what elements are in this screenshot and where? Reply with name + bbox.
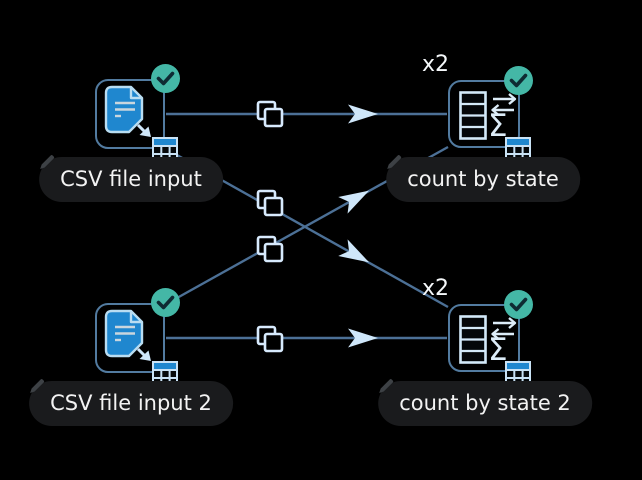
success-check-icon	[151, 288, 180, 317]
arrowhead-icon	[338, 190, 370, 214]
node-label-pill[interactable]: count by state	[386, 155, 580, 202]
sigma-icon: Σ	[488, 108, 508, 144]
exchange-arrows-icon	[491, 93, 517, 116]
success-check-icon	[151, 64, 180, 93]
node-body[interactable]	[448, 304, 520, 372]
sigma-icon: Σ	[488, 332, 508, 368]
aggregate-table-icon	[459, 91, 517, 140]
success-check-icon	[504, 66, 533, 95]
csv-file-icon	[104, 85, 151, 137]
node-label-pill[interactable]: CSV file input	[39, 155, 223, 202]
node-label-pill[interactable]: CSV file input 2	[29, 379, 233, 426]
node-label: CSV file input	[60, 167, 202, 191]
run-count-label: x2	[422, 52, 450, 77]
node-label: count by state	[407, 167, 559, 191]
edit-pencil-icon[interactable]	[37, 152, 57, 172]
aggregate-table-icon	[459, 315, 517, 364]
arrowhead-icon	[338, 239, 370, 263]
arrowhead-icon	[348, 104, 378, 124]
copy-icon[interactable]	[256, 100, 284, 128]
copy-icon[interactable]	[256, 325, 284, 353]
success-check-icon	[504, 290, 533, 319]
csv-file-icon	[104, 309, 151, 361]
node-label: count by state 2	[399, 391, 571, 415]
arrowhead-icon	[348, 328, 378, 348]
copy-icon[interactable]	[256, 235, 284, 263]
edit-pencil-icon[interactable]	[27, 376, 47, 396]
edit-pencil-icon[interactable]	[384, 152, 404, 172]
edit-pencil-icon[interactable]	[376, 376, 396, 396]
node-label: CSV file input 2	[50, 391, 212, 415]
node-body[interactable]	[95, 79, 165, 149]
exchange-arrows-icon	[491, 317, 517, 340]
run-count-label: x2	[422, 276, 450, 301]
node-label-pill[interactable]: count by state 2	[378, 379, 592, 426]
copy-icon[interactable]	[256, 189, 284, 217]
node-body[interactable]	[448, 80, 520, 148]
node-body[interactable]	[95, 303, 165, 373]
